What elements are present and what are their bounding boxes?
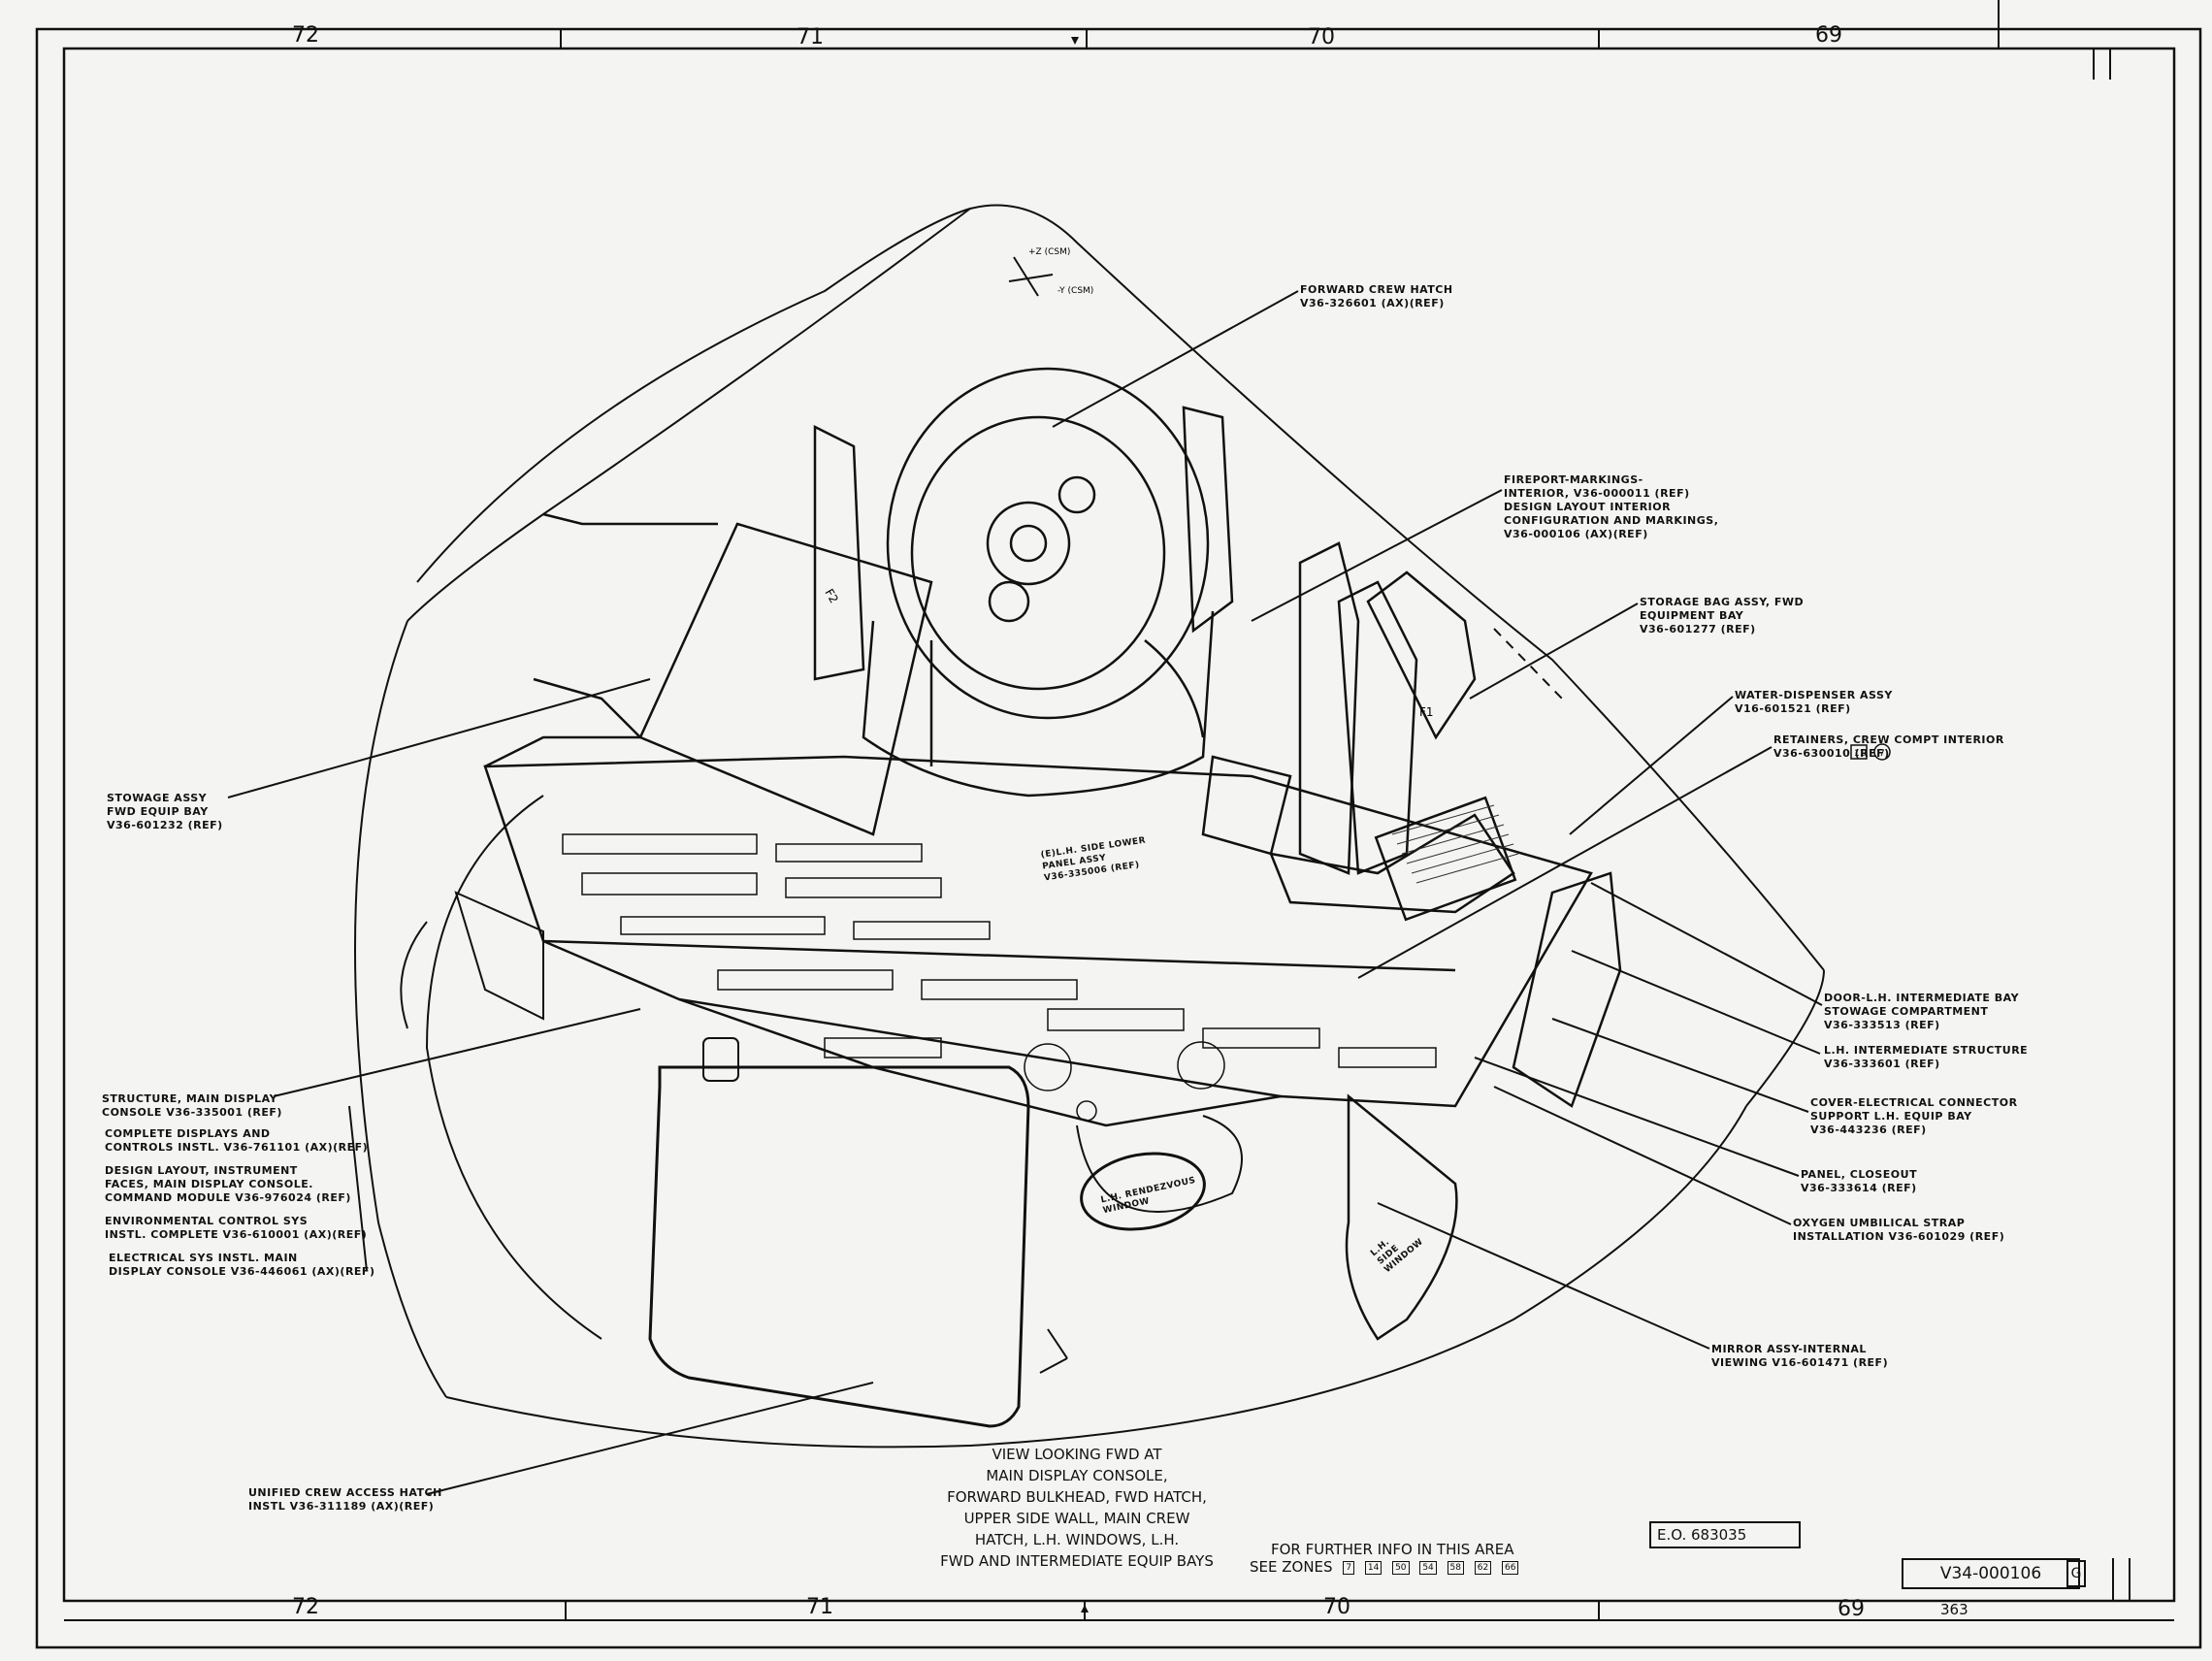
zone-bottom-72: 72 bbox=[292, 1595, 319, 1619]
drawing-number: V34-000106 bbox=[1902, 1558, 2080, 1589]
unified-crew-hatch-shape bbox=[648, 1065, 1030, 1428]
callout-complete-displays: COMPLETE DISPLAYS AND CONTROLS INSTL. V3… bbox=[105, 1127, 369, 1154]
zone-ref-50: 50 bbox=[1392, 1560, 1410, 1575]
leader-lines bbox=[227, 290, 1823, 1495]
callout-forward-crew-hatch: FORWARD CREW HATCH V36-326601 (AX)(REF) bbox=[1300, 283, 1453, 309]
zone-bottom-70: 70 bbox=[1323, 1595, 1350, 1619]
side-window-shape bbox=[1345, 1093, 1458, 1341]
callout-oxygen-umbilical: OXYGEN UMBILICAL STRAP INSTALLATION V36-… bbox=[1793, 1217, 2005, 1243]
callout-electrical: ELECTRICAL SYS INSTL. MAIN DISPLAY CONSO… bbox=[109, 1252, 375, 1278]
retainers-ref-7: 7 bbox=[1879, 749, 1885, 759]
zone-ref-66: 66 bbox=[1502, 1560, 1519, 1575]
revision-letter: G bbox=[2066, 1560, 2086, 1587]
callout-storage-bag: STORAGE BAG ASSY, FWD EQUIPMENT BAY V36-… bbox=[1640, 596, 1805, 635]
eo-number-box: E.O. 683035 bbox=[1649, 1521, 1801, 1548]
callout-water-dispenser: WATER-DISPENSER ASSY V16-601521 (REF) bbox=[1735, 689, 1893, 715]
zone-ref-62: 62 bbox=[1474, 1560, 1492, 1575]
further-info-line1: FOR FURTHER INFO IN THIS AREA bbox=[1271, 1541, 1514, 1558]
f2-label: F2 bbox=[822, 587, 840, 606]
stowage-panel bbox=[484, 512, 933, 836]
left-side-structure bbox=[400, 891, 739, 1082]
further-info-line2-row: SEE ZONES 7 14 50 54 58 62 66 bbox=[1250, 1558, 1519, 1576]
retainers-ref-11: 11 bbox=[1854, 749, 1865, 759]
command-module-cone bbox=[354, 204, 1825, 1449]
zone-bottom-71: 71 bbox=[806, 1595, 833, 1619]
zone-top-70: 70 bbox=[1308, 25, 1335, 49]
axis-y-label: -Y (CSM) bbox=[1057, 286, 1093, 296]
retainers-ref-symbols bbox=[1850, 743, 1891, 761]
forward-hatch-tunnel bbox=[813, 367, 1234, 798]
callout-stowage-assy: STOWAGE ASSY FWD EQUIP BAY V36-601232 (R… bbox=[107, 792, 223, 831]
sheet-number: 363 bbox=[1940, 1601, 1968, 1618]
callout-design-layout: DESIGN LAYOUT, INSTRUMENT FACES, MAIN DI… bbox=[105, 1164, 351, 1204]
zone-top-71: 71 bbox=[797, 25, 824, 49]
axis-z-label: +Z (CSM) bbox=[1028, 247, 1070, 257]
callout-fireport-markings: FIREPORT-MARKINGS- INTERIOR, V36-000011 … bbox=[1504, 473, 1719, 540]
f1-label: F1 bbox=[1419, 705, 1434, 719]
rendezvous-window-shape bbox=[1080, 1152, 1206, 1231]
zone-ref-14: 14 bbox=[1364, 1560, 1382, 1575]
callout-mirror-assy: MIRROR ASSY-INTERNAL VIEWING V16-601471 … bbox=[1711, 1343, 1889, 1369]
callout-structure-main: STRUCTURE, MAIN DISPLAY CONSOLE V36-3350… bbox=[102, 1092, 282, 1119]
coordinate-axis bbox=[1008, 256, 1068, 1374]
zone-bottom-69: 69 bbox=[1838, 1597, 1865, 1621]
view-title: VIEW LOOKING FWD AT MAIN DISPLAY CONSOLE… bbox=[940, 1446, 1214, 1570]
zone-top-72: 72 bbox=[292, 23, 319, 48]
further-info-note: FOR FURTHER INFO IN THIS AREA SEE ZONES … bbox=[1250, 1541, 1519, 1576]
callout-cover-electrical: COVER-ELECTRICAL CONNECTOR SUPPORT L.H. … bbox=[1810, 1096, 2018, 1136]
callout-lh-structure: L.H. INTERMEDIATE STRUCTURE V36-333601 (… bbox=[1824, 1044, 2029, 1070]
callout-unified-hatch: UNIFIED CREW ACCESS HATCH INSTL V36-3111… bbox=[248, 1486, 442, 1513]
zone-top-69: 69 bbox=[1815, 23, 1842, 48]
further-info-line2: SEE ZONES bbox=[1250, 1558, 1333, 1576]
zone-ref-58: 58 bbox=[1447, 1560, 1464, 1575]
callout-environmental: ENVIRONMENTAL CONTROL SYS INSTL. COMPLET… bbox=[105, 1215, 368, 1241]
lh-equipment-bay bbox=[1201, 541, 1622, 1108]
zone-ref-54: 54 bbox=[1419, 1560, 1437, 1575]
zone-ref-7: 7 bbox=[1343, 1560, 1355, 1575]
callout-door-lh: DOOR-L.H. INTERMEDIATE BAY STOWAGE COMPA… bbox=[1824, 992, 2020, 1031]
main-display-console bbox=[483, 755, 1593, 1127]
callout-retainers: RETAINERS, CREW COMPT INTERIOR V36-63001… bbox=[1773, 733, 2004, 760]
callout-panel-closeout: PANEL, CLOSEOUT V36-333614 (REF) bbox=[1801, 1168, 1918, 1194]
